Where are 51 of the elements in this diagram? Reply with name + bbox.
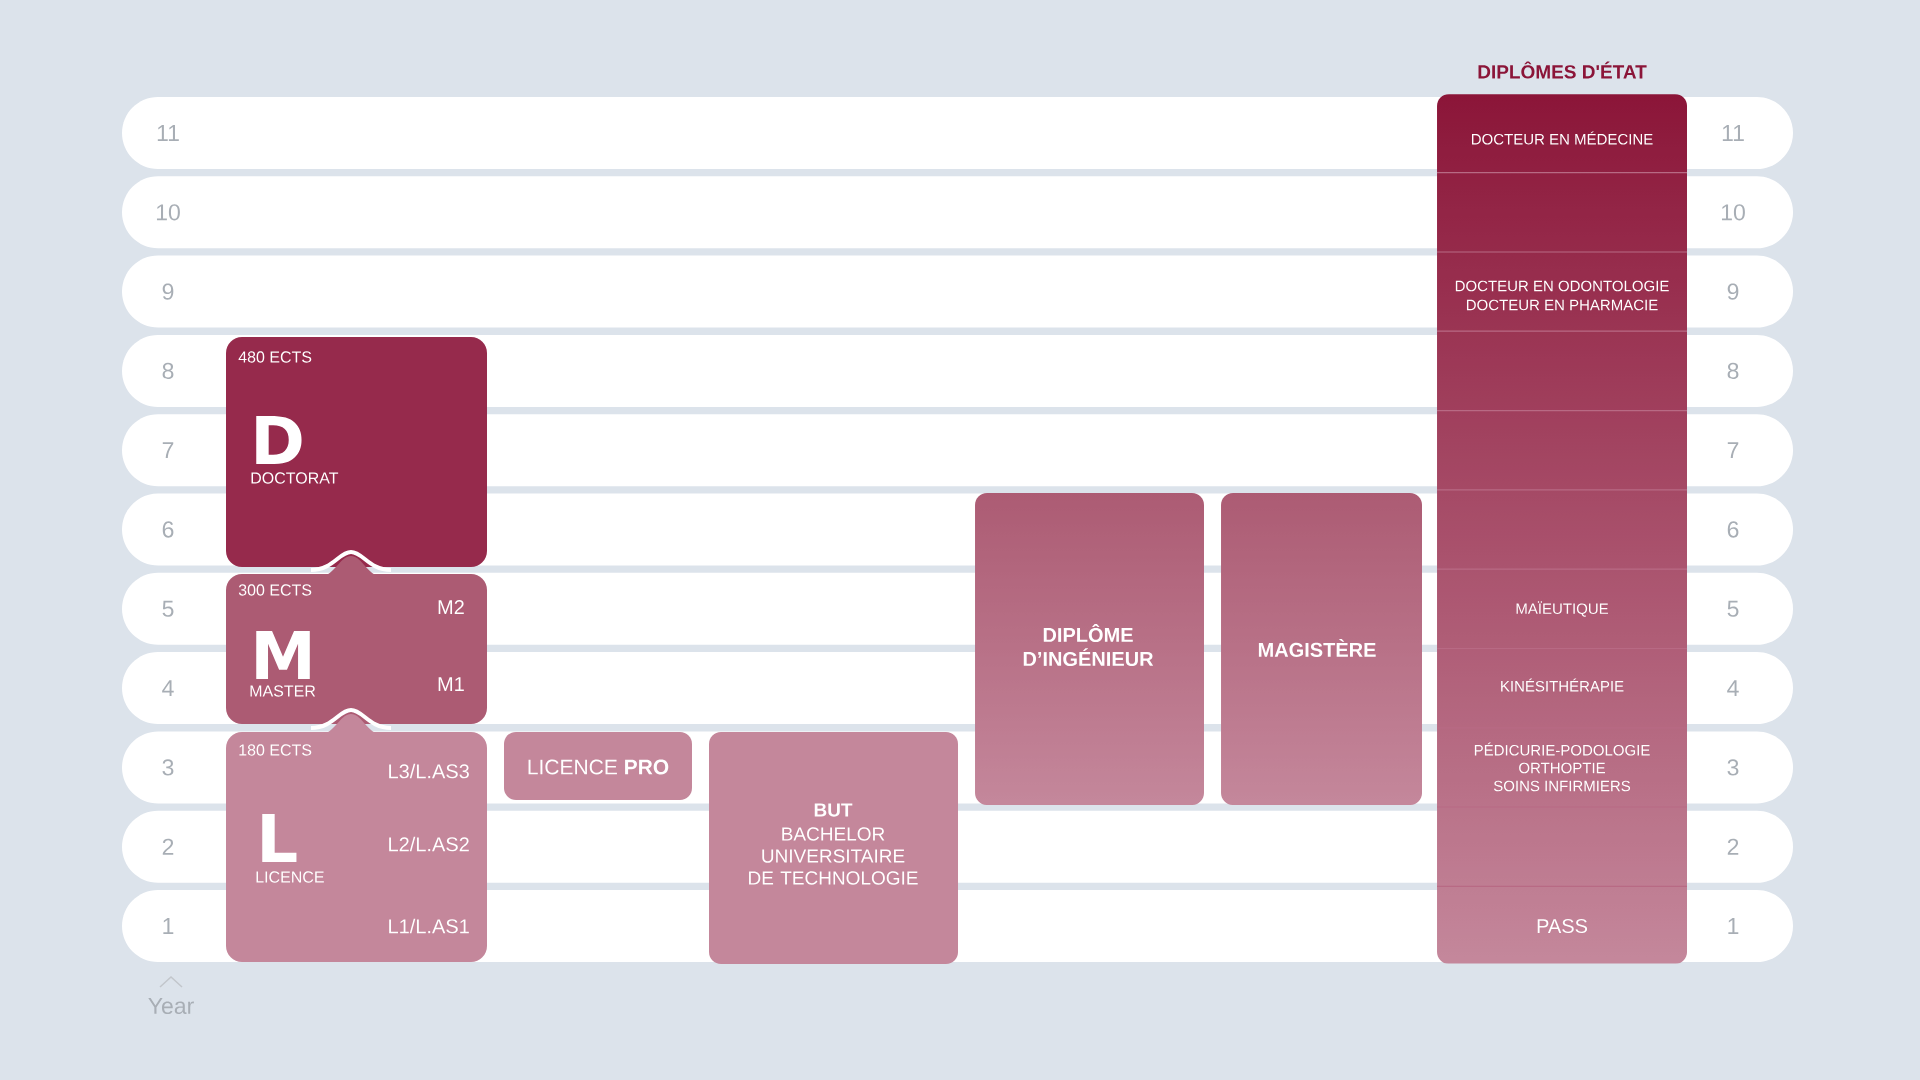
year-label: M1 xyxy=(438,677,464,691)
degree-letter: D xyxy=(256,415,302,465)
degree-name: DOCTEUR EN ODONTOLOGIE xyxy=(1455,280,1669,292)
year-number: 5 xyxy=(1727,600,1739,617)
year-number: 6 xyxy=(162,521,174,538)
year-label: L2/L.AS2 xyxy=(389,836,469,852)
degree-letter: M xyxy=(256,630,310,680)
year-number: 7 xyxy=(1727,442,1739,459)
year-number: 4 xyxy=(162,680,174,696)
year-label: M2 xyxy=(438,600,464,614)
degree-name: DOCTEUR EN PHARMACIE xyxy=(1467,299,1658,311)
ects-label: 480 ECTS xyxy=(238,351,312,363)
degree-name: DOCTEUR EN MÉDECINE xyxy=(1472,131,1653,145)
year-number: 2 xyxy=(162,838,174,855)
degree-name: PASS xyxy=(1537,918,1588,934)
degree-name: MAGISTÈRE xyxy=(1258,639,1376,657)
year-number: 5 xyxy=(162,600,174,617)
year-number: 10 xyxy=(1722,204,1745,221)
degree-name: LICENCE PRO xyxy=(528,759,669,775)
degree-name: ORTHOPTIE xyxy=(1519,762,1605,774)
year-label: L1/L.AS1 xyxy=(389,918,469,934)
column-heading: DIPLÔMES D'ÉTAT xyxy=(1478,61,1647,79)
degree-name: LICENCE xyxy=(256,871,324,883)
ects-label: 180 ECTS xyxy=(239,744,312,756)
year-number: 3 xyxy=(162,759,174,776)
ects-label: 300 ECTS xyxy=(238,584,312,596)
year-number: 8 xyxy=(162,362,174,380)
degree-abbreviation: BUT xyxy=(814,803,853,817)
year-number: 10 xyxy=(156,204,180,221)
year-number: 3 xyxy=(1727,759,1739,776)
year-label: L3/L.AS3 xyxy=(389,763,469,779)
year-number: 1 xyxy=(1728,918,1739,934)
year-number: 1 xyxy=(163,918,174,934)
year-number: 4 xyxy=(1727,680,1739,696)
degree-name: DIPLÔME D’INGÉNIEUR xyxy=(1023,623,1154,667)
degree-name: PÉDICURIE-PODOLOGIE xyxy=(1474,742,1650,756)
degree-name: DOCTORAT xyxy=(251,472,339,484)
year-number: 2 xyxy=(1727,838,1739,855)
year-number: 11 xyxy=(157,125,179,141)
degree-name: MAÏEUTIQUE xyxy=(1516,601,1609,617)
year-number: 6 xyxy=(1727,521,1739,538)
degree-name: BACHELOR UNIVERSITAIRE DE TECHNOLOGIE xyxy=(749,827,918,885)
year-number: 11 xyxy=(1722,125,1744,141)
year-number: 7 xyxy=(162,442,174,459)
degree-name: MASTER xyxy=(250,685,316,697)
year-number: 9 xyxy=(162,283,174,300)
year-number: 9 xyxy=(1727,283,1739,300)
degree-name: KINÉSITHÉRAPIE xyxy=(1501,678,1624,692)
degree-letter: L xyxy=(262,813,297,863)
year-number: 8 xyxy=(1727,362,1739,380)
degree-name: SOINS INFIRMIERS xyxy=(1493,780,1631,792)
